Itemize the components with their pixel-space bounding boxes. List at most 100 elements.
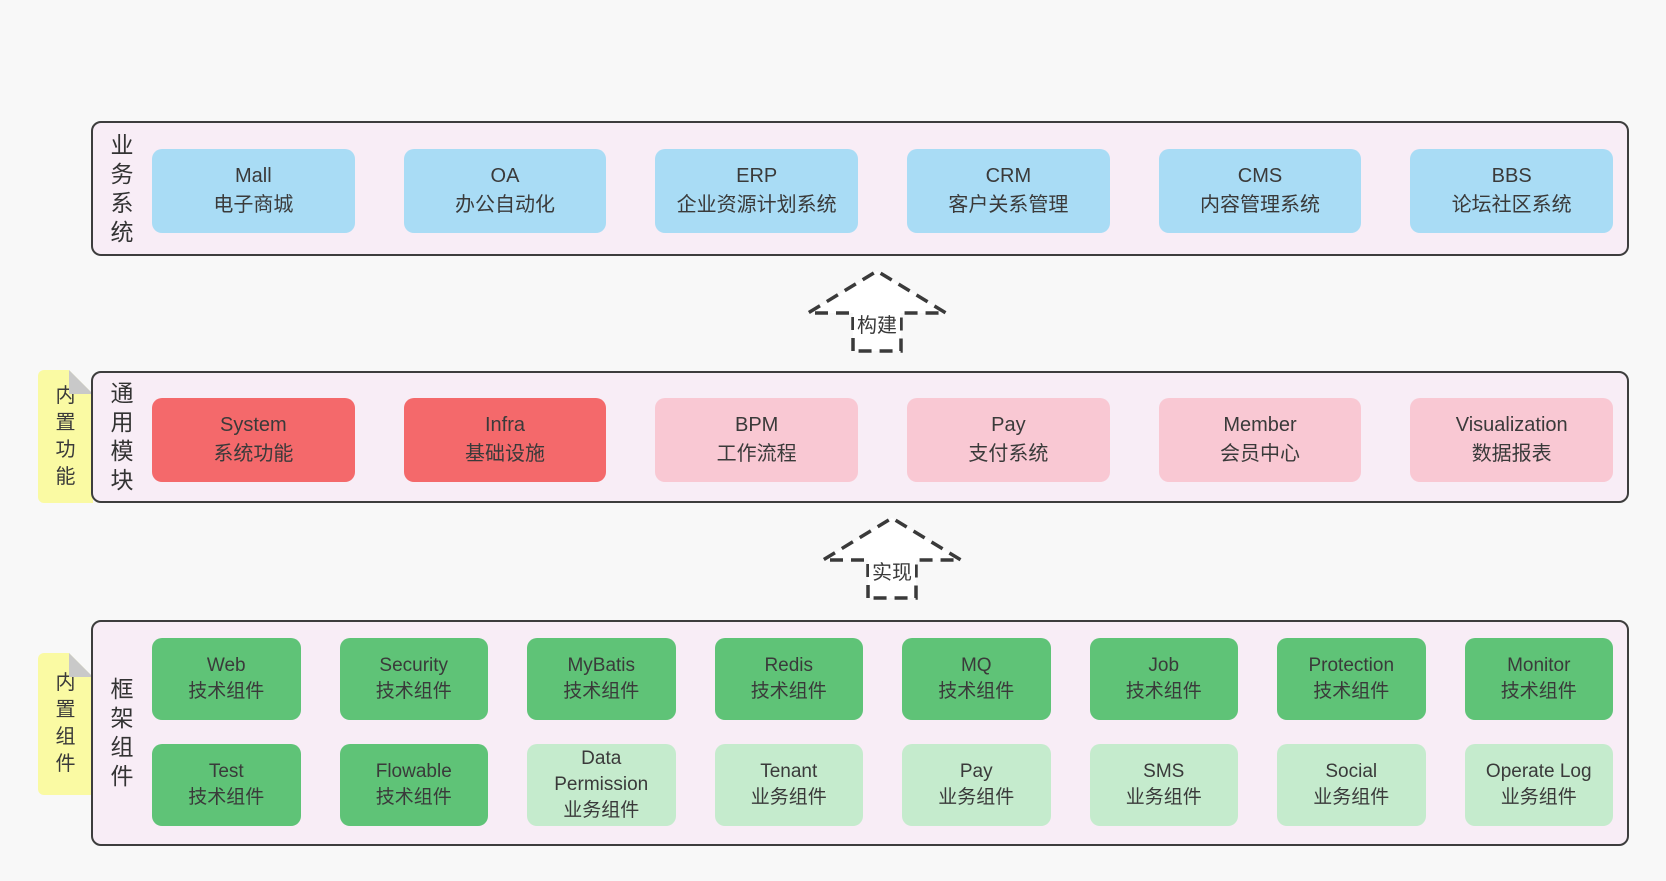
box-subtitle: 论坛社区系统: [1451, 194, 1572, 216]
box-cms: CMS 内容管理系统: [1158, 149, 1362, 233]
box-subtitle: 技术组件: [938, 681, 1015, 702]
box-title: Job: [1148, 655, 1180, 676]
box-mq: MQ 技术组件: [902, 638, 1051, 720]
box-title: OA: [490, 165, 520, 187]
box-subtitle: 支付系统: [968, 443, 1049, 465]
box-subtitle: 系统功能: [213, 443, 294, 465]
box-subtitle: 业务组件: [1125, 787, 1202, 808]
box-subtitle: 企业资源计划系统: [676, 194, 837, 216]
box-subtitle: 工作流程: [716, 443, 797, 465]
box-redis: Redis 技术组件: [714, 638, 863, 720]
box-title: Tenant: [760, 761, 818, 782]
box-data-permission: Data Permission 业务组件: [527, 744, 676, 826]
box-subtitle: 业务组件: [1313, 787, 1390, 808]
panel-label-business: 业务系统: [110, 131, 134, 245]
box-flowable: Flowable 技术组件: [339, 744, 488, 826]
modules-boxes-row: System 系统功能 Infra 基础设施 BPM 工作流程 Pay 支付系统…: [152, 398, 1614, 482]
box-subtitle: 技术组件: [375, 787, 452, 808]
components-row-2: Test 技术组件 Flowable 技术组件 Data Permission …: [152, 744, 1613, 826]
box-title: Security: [379, 655, 449, 676]
box-mall: Mall 电子商城: [152, 149, 355, 233]
panel-label-modules: 通用模块: [110, 380, 134, 493]
box-subtitle: 办公自动化: [455, 194, 555, 216]
box-system: System 系统功能: [152, 398, 355, 482]
business-systems-panel: 业务系统 Mall 电子商城 OA 办公自动化 ERP 企业资源计划系统 CRM…: [91, 121, 1629, 256]
sticky-note-built-in-components: 内置组件: [38, 653, 93, 795]
box-subtitle: 技术组件: [1500, 681, 1577, 702]
box-title: Infra: [484, 414, 526, 436]
box-monitor: Monitor 技术组件: [1464, 638, 1613, 720]
box-subtitle: 基础设施: [465, 443, 545, 465]
box-subtitle: 业务组件: [563, 800, 640, 821]
box-title: Member: [1223, 414, 1297, 436]
box-infra: Infra 基础设施: [403, 398, 607, 482]
common-modules-panel: 通用模块 System 系统功能 Infra 基础设施 BPM 工作流程 Pay…: [91, 371, 1629, 503]
build-arrow: 构建: [804, 267, 950, 353]
box-title: Pay: [959, 761, 993, 782]
box-title: Social: [1325, 761, 1378, 782]
business-boxes-row: Mall 电子商城 OA 办公自动化 ERP 企业资源计划系统 CRM 客户关系…: [152, 149, 1614, 233]
box-job: Job 技术组件: [1089, 638, 1238, 720]
box-title: Operate Log: [1485, 761, 1592, 782]
box-title: ERP: [736, 165, 778, 187]
box-subtitle: 内容管理系统: [1200, 194, 1321, 216]
box-subtitle: 技术组件: [1125, 681, 1202, 702]
box-subtitle: 技术组件: [1313, 681, 1390, 702]
box-subtitle: 业务组件: [1500, 787, 1577, 808]
box-title: Mall: [235, 165, 272, 187]
box-title: Monitor: [1507, 655, 1571, 676]
box-title: Visualization: [1455, 414, 1568, 436]
box-security: Security 技术组件: [339, 638, 488, 720]
box-web: Web 技术组件: [152, 638, 301, 720]
box-tenant: Tenant 业务组件: [714, 744, 863, 826]
box-subtitle: 业务组件: [938, 787, 1015, 808]
box-subtitle: 数据报表: [1471, 443, 1552, 465]
box-mybatis: MyBatis 技术组件: [527, 638, 676, 720]
box-title: Flowable: [375, 761, 452, 782]
box-pay-component: Pay 业务组件: [902, 744, 1051, 826]
box-title: Data Permission: [554, 748, 649, 795]
box-social: Social 业务组件: [1277, 744, 1426, 826]
box-crm: CRM 客户关系管理: [907, 149, 1110, 233]
box-subtitle: 技术组件: [750, 681, 827, 702]
box-title: Protection: [1308, 655, 1395, 676]
box-subtitle: 业务组件: [750, 787, 827, 808]
framework-components-panel: 框架组件 Web 技术组件 Security 技术组件 MyBatis 技术组件…: [91, 620, 1629, 846]
panel-label-components: 框架组件: [110, 676, 134, 789]
box-subtitle: 技术组件: [563, 681, 640, 702]
box-subtitle: 电子商城: [213, 194, 294, 216]
box-operate-log: Operate Log 业务组件: [1464, 744, 1613, 826]
box-title: CRM: [985, 165, 1032, 187]
box-title: Test: [208, 761, 244, 782]
box-title: MyBatis: [567, 655, 636, 676]
box-subtitle: 技术组件: [188, 681, 265, 702]
box-protection: Protection 技术组件: [1277, 638, 1426, 720]
box-pay-system: Pay 支付系统: [907, 398, 1110, 482]
box-test: Test 技术组件: [152, 744, 301, 826]
box-oa: OA 办公自动化: [403, 149, 607, 233]
box-bbs: BBS 论坛社区系统: [1410, 149, 1614, 233]
box-subtitle: 技术组件: [188, 787, 265, 808]
box-erp: ERP 企业资源计划系统: [655, 149, 859, 233]
box-title: MQ: [960, 655, 992, 676]
box-title: Redis: [764, 655, 814, 676]
implement-arrow: 实现: [819, 514, 965, 600]
box-title: BBS: [1491, 165, 1532, 187]
box-member: Member 会员中心: [1158, 398, 1362, 482]
box-title: CMS: [1237, 165, 1283, 187]
sticky-note-built-in-features: 内置功能: [38, 370, 93, 503]
box-title: SMS: [1143, 761, 1185, 782]
sticky-note-label: 内置功能: [55, 384, 76, 488]
sticky-note-label: 内置组件: [55, 672, 76, 775]
box-title: BPM: [735, 414, 779, 436]
box-title: Web: [206, 655, 246, 676]
box-title: System: [219, 414, 287, 436]
box-title: Pay: [991, 414, 1026, 436]
box-bpm: BPM 工作流程: [655, 398, 859, 482]
box-subtitle: 客户关系管理: [948, 194, 1069, 216]
components-row-1: Web 技术组件 Security 技术组件 MyBatis 技术组件 Redi…: [152, 638, 1613, 720]
box-subtitle: 技术组件: [375, 681, 452, 702]
box-visualization: Visualization 数据报表: [1410, 398, 1614, 482]
box-subtitle: 会员中心: [1220, 443, 1301, 465]
